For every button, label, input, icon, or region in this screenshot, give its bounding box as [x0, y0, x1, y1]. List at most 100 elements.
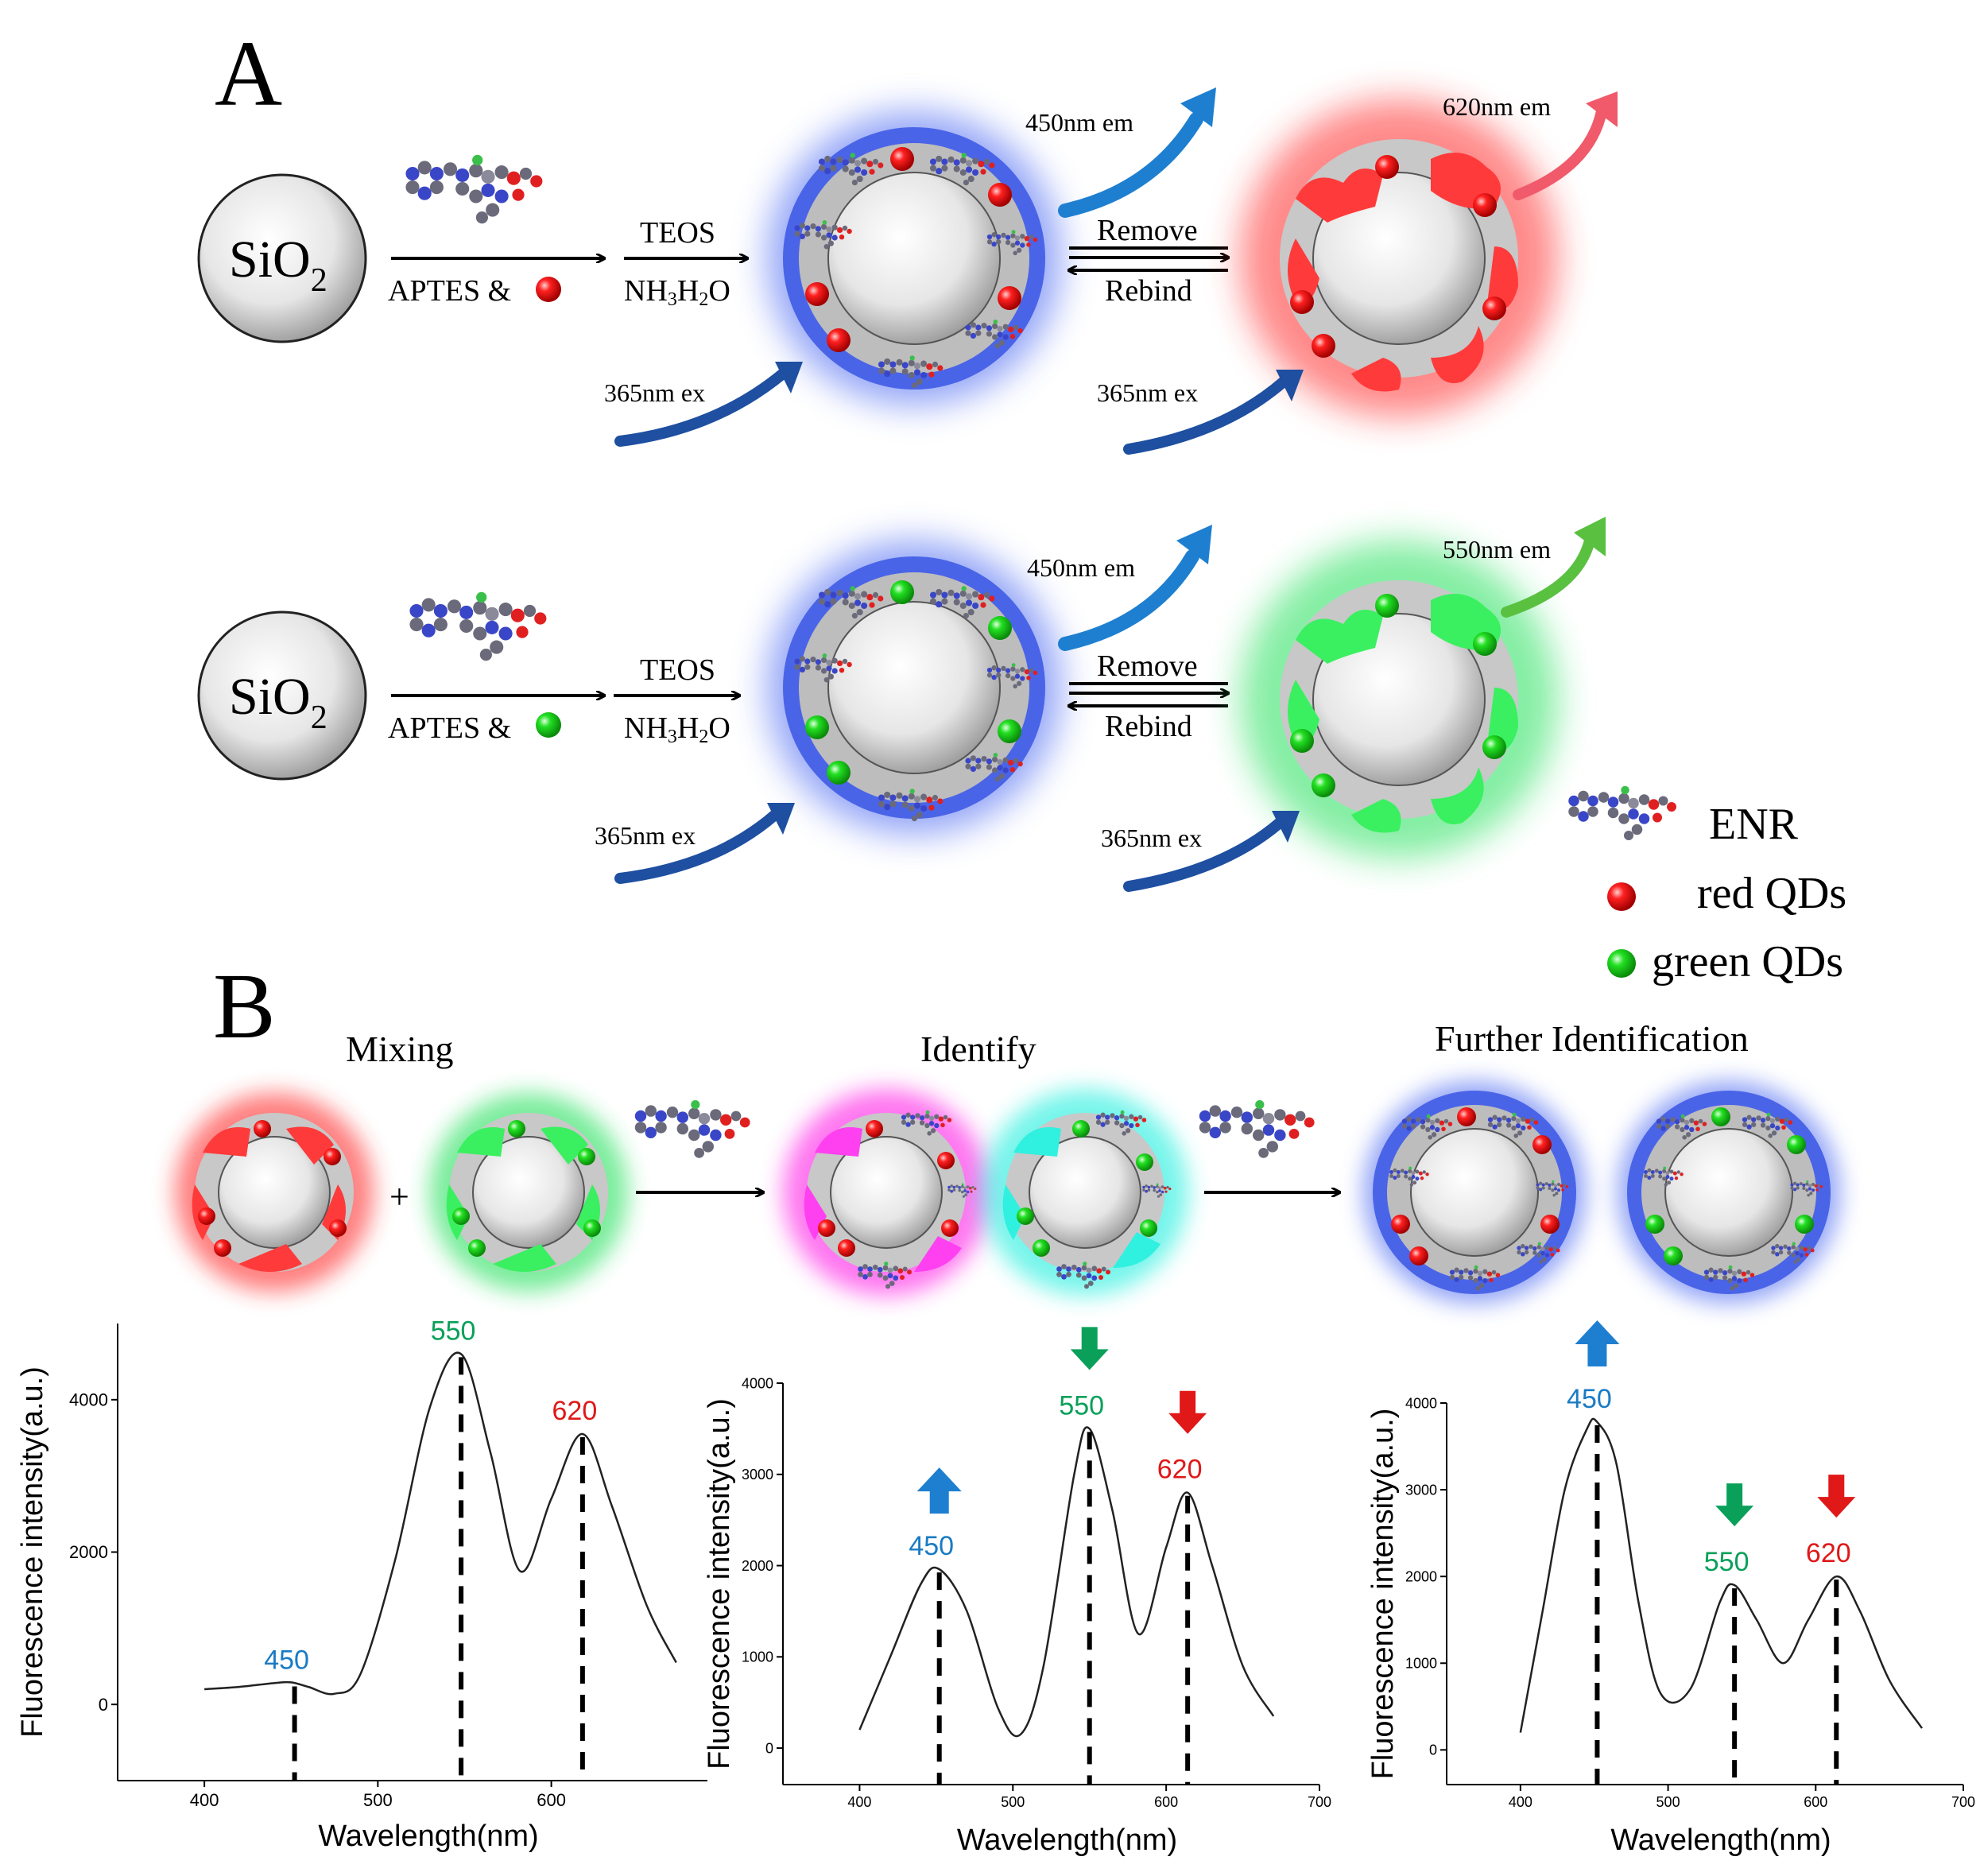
enr-molecule-icon — [405, 154, 543, 224]
x-tick-label: 700 — [1308, 1794, 1331, 1810]
step-identify: Identify — [920, 1029, 1036, 1069]
spectrum-line — [1519, 1417, 1924, 1733]
x-tick-label: 600 — [1154, 1794, 1178, 1810]
rebind-label: Rebind — [1105, 274, 1192, 308]
x-tick-label: 600 — [1804, 1794, 1827, 1810]
em450-label: 450nm em — [1027, 553, 1135, 582]
peak-label-620: 620 — [1806, 1538, 1851, 1568]
emission-arrow-red — [1513, 106, 1607, 200]
ex365-label: 365nm ex — [604, 378, 705, 407]
nip-green-small — [429, 1093, 628, 1292]
panel-b-label: B — [213, 954, 276, 1058]
step-mixing: Mixing — [346, 1029, 453, 1069]
step-further-identification: Further Identification — [1435, 1018, 1749, 1059]
x-axis-label: Wavelength(nm) — [318, 1820, 538, 1853]
sio2-sphere-bottom: SiO2 — [197, 610, 367, 781]
nh3h2o-label: NH3H2O — [624, 274, 730, 310]
down-arrow-icon — [1715, 1483, 1754, 1527]
x-axis-label: Wavelength(nm) — [1610, 1824, 1831, 1857]
peak-label-620: 620 — [1157, 1455, 1203, 1485]
sio2-sphere-top: SiO2 — [197, 173, 367, 343]
ex365-label: 365nm ex — [1097, 378, 1198, 407]
aptes-label: APTES & — [388, 711, 511, 745]
legend-enr: ENR — [1709, 800, 1799, 849]
x-tick-label: 500 — [1656, 1794, 1680, 1810]
x-axis-label: Wavelength(nm) — [957, 1824, 1177, 1857]
y-axis-label: Fluorescence intensity(a.u.) — [1366, 1409, 1400, 1780]
peak-label-550: 550 — [431, 1316, 476, 1346]
y-tick-label: 0 — [765, 1740, 773, 1756]
remove-label: Remove — [1097, 214, 1198, 247]
enr-molecule-icon — [1199, 1100, 1315, 1158]
y-tick-label: 2000 — [1405, 1568, 1437, 1584]
panel-b-particles: + — [175, 1081, 1840, 1304]
red-qd-icon — [536, 277, 561, 302]
excitation-arrow — [614, 368, 789, 447]
excitation-arrow — [1123, 817, 1285, 892]
nip-red-small — [175, 1093, 374, 1292]
legend-red-qds: red QDs — [1697, 869, 1846, 918]
sio2-label: SiO2 — [229, 231, 327, 299]
y-tick-label: 3000 — [742, 1467, 773, 1483]
plus-sign: + — [389, 1177, 409, 1216]
peak-label-550: 550 — [1059, 1390, 1104, 1421]
x-tick-label: 500 — [363, 1790, 393, 1810]
em550-label: 550nm em — [1443, 535, 1551, 564]
y-tick-label: 4000 — [1405, 1395, 1437, 1411]
ex365-label: 365nm ex — [1101, 824, 1202, 852]
enr-molecule-icon — [409, 591, 547, 661]
row-red: SiO2 APTES & TEOS NH3H2O — [197, 87, 1618, 455]
y-tick-label: 4000 — [742, 1375, 773, 1391]
peak-label-450: 450 — [909, 1531, 954, 1561]
green-qd-icon — [536, 712, 561, 738]
mip-blue-particle — [767, 111, 1061, 405]
up-arrow-icon — [916, 1467, 962, 1514]
peak-label-620: 620 — [552, 1396, 598, 1426]
red-qd-legend-icon — [1607, 882, 1636, 911]
em450-label: 450nm em — [1025, 108, 1133, 137]
panel-a-label: A — [215, 21, 282, 126]
down-arrow-icon — [1817, 1475, 1856, 1518]
emission-arrow-green — [1501, 535, 1595, 618]
down-arrow-icon — [1168, 1390, 1207, 1434]
sio2-label: SiO2 — [229, 668, 327, 736]
emission-arrow-blue — [1058, 112, 1203, 218]
x-tick-label: 400 — [847, 1794, 871, 1810]
ex365-label: 365nm ex — [595, 821, 696, 850]
y-tick-label: 0 — [99, 1695, 108, 1715]
spectrum-line — [858, 1426, 1275, 1738]
x-tick-label: 600 — [537, 1790, 566, 1810]
peak-label-450: 450 — [1567, 1384, 1612, 1414]
enr-legend-icon — [1568, 785, 1676, 840]
row-green: SiO2 APTES & TEOS NH3H2O Re — [197, 517, 1606, 892]
nip-red-particle — [1240, 99, 1558, 417]
emission-arrow-blue — [1058, 549, 1199, 651]
spectrum-line — [204, 1351, 677, 1696]
y-tick-label: 0 — [1429, 1742, 1437, 1758]
y-tick-label: 3000 — [1405, 1482, 1437, 1498]
y-tick-label: 1000 — [1405, 1656, 1437, 1672]
y-tick-label: 4000 — [69, 1390, 108, 1410]
x-tick-label: 500 — [1001, 1794, 1025, 1810]
nip-green-particle — [1240, 541, 1558, 859]
peak-label-550: 550 — [1704, 1547, 1749, 1577]
y-tick-label: 1000 — [742, 1649, 773, 1665]
legend-green-qds: green QDs — [1652, 937, 1843, 986]
mip-cyan-particle — [982, 1089, 1188, 1296]
y-axis-label: Fluorescence intensity(a.u.) — [16, 1366, 49, 1738]
x-tick-label: 700 — [1951, 1794, 1975, 1810]
legend: ENR red QDs green QDs — [1568, 785, 1846, 986]
aptes-label: APTES & — [388, 274, 511, 308]
mip-blue-green-small — [1618, 1081, 1840, 1304]
enr-molecule-icon — [634, 1100, 750, 1158]
excitation-arrow — [1123, 376, 1289, 455]
nh3h2o-label: NH3H2O — [624, 711, 730, 747]
peak-label-450: 450 — [264, 1645, 309, 1676]
y-axis-label: Fluorescence intensity(a.u.) — [703, 1398, 736, 1769]
excitation-arrow — [614, 809, 781, 884]
rebind-label: Rebind — [1105, 710, 1192, 743]
up-arrow-icon — [1575, 1320, 1620, 1366]
